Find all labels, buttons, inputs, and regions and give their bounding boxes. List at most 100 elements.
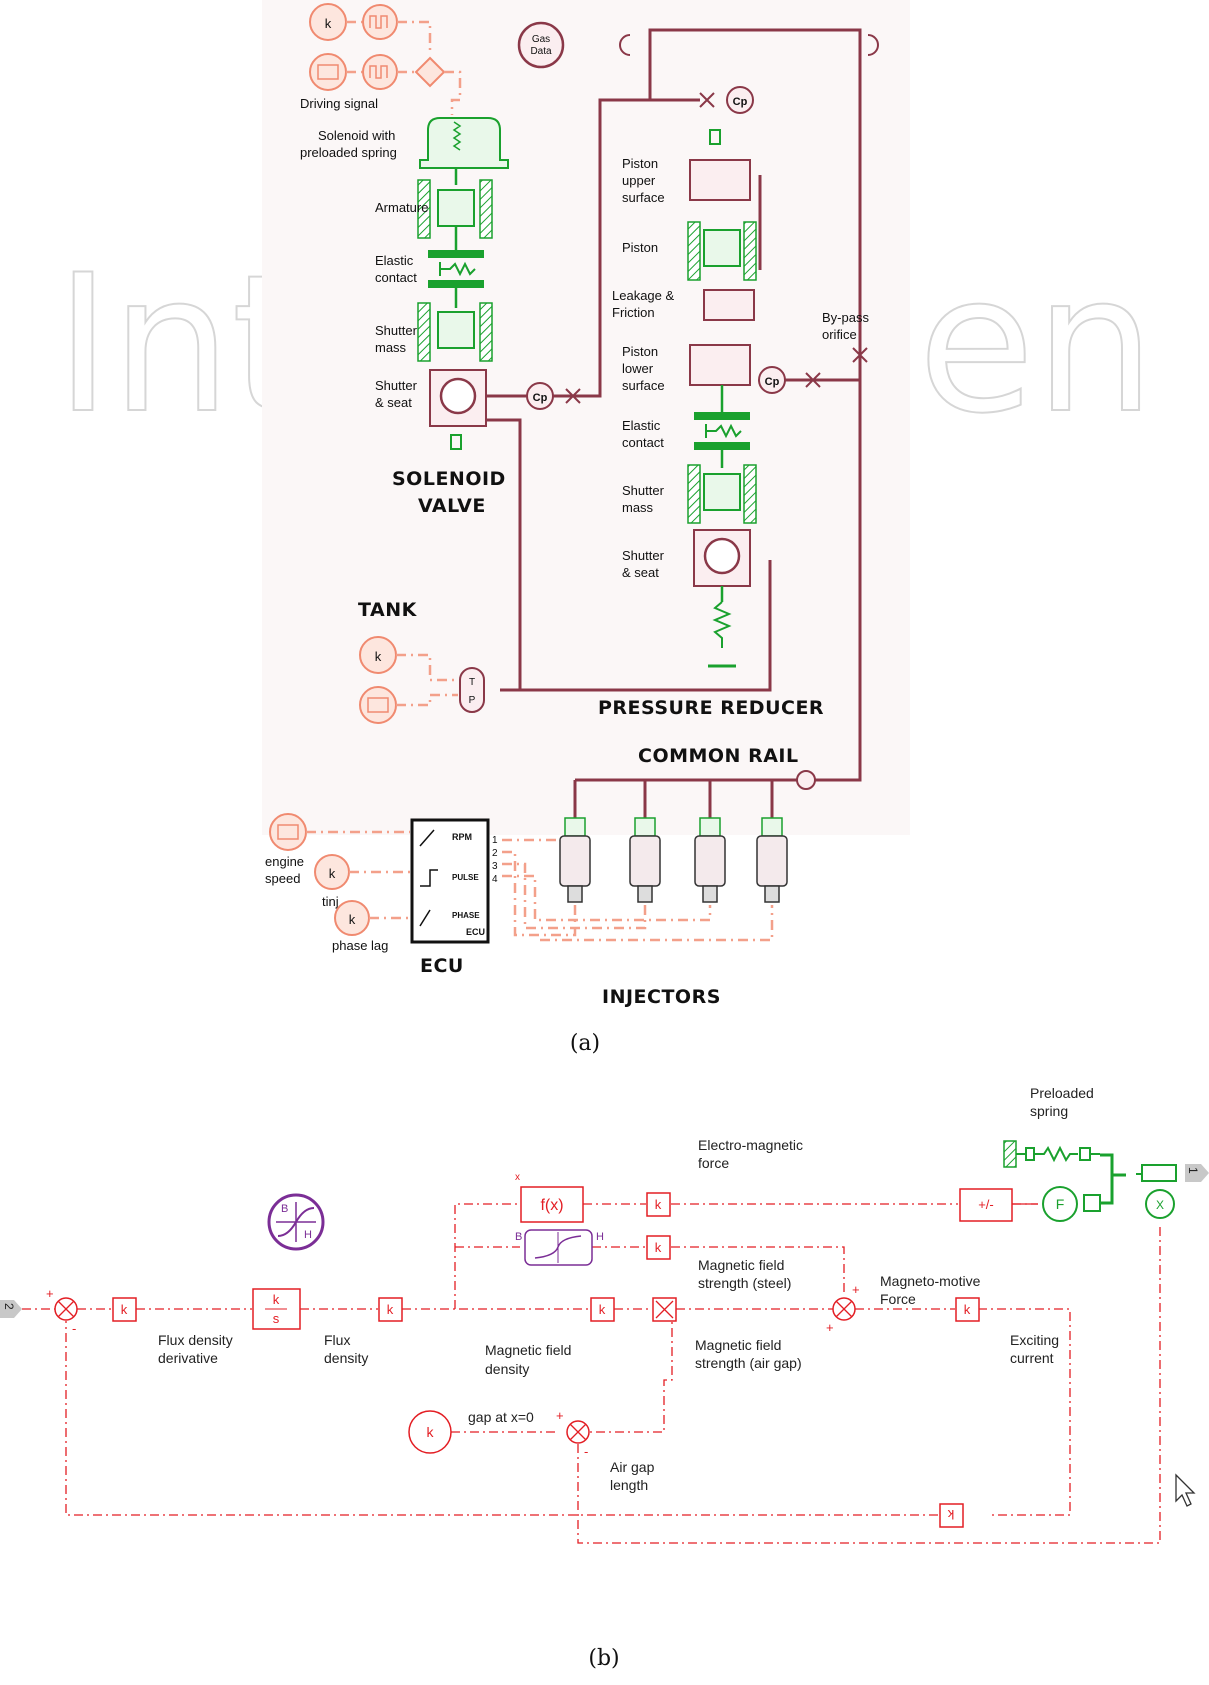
mfs-steel-label-2: strength (steel) bbox=[698, 1275, 791, 1291]
engine-speed-label-1: engine bbox=[265, 854, 304, 869]
svg-text:Cp: Cp bbox=[765, 376, 780, 388]
svg-text:X: X bbox=[1156, 1198, 1164, 1212]
svg-text:k: k bbox=[655, 1197, 662, 1212]
magnetic-field-density-label-1: Magnetic field bbox=[485, 1342, 571, 1358]
svg-text:ECU: ECU bbox=[466, 927, 485, 937]
tinj-label: tinj bbox=[322, 894, 339, 909]
svg-text:s: s bbox=[273, 1311, 280, 1326]
shutter-mass-icon bbox=[438, 312, 474, 348]
svg-text:k: k bbox=[273, 1292, 280, 1307]
svg-text:2: 2 bbox=[492, 848, 498, 859]
pulse-generator-icon bbox=[363, 5, 397, 39]
mmf-label-1: Magneto-motive bbox=[880, 1273, 981, 1289]
svg-text:k: k bbox=[964, 1302, 971, 1317]
caption-b: (b) bbox=[588, 1646, 619, 1671]
svg-text:k: k bbox=[599, 1302, 606, 1317]
svg-text:PULSE: PULSE bbox=[452, 873, 479, 882]
solenoid-valve-title-1: SOLENOID bbox=[392, 468, 506, 490]
piston-guide-right bbox=[744, 222, 756, 280]
svg-text:H: H bbox=[304, 1229, 312, 1241]
piston-upper-label-2: upper bbox=[622, 173, 656, 188]
svg-text:+: + bbox=[46, 1286, 54, 1301]
flux-density-label-2: density bbox=[324, 1350, 368, 1366]
svg-text:PHASE: PHASE bbox=[452, 911, 480, 920]
engine-speed-source-icon bbox=[270, 814, 306, 850]
piston-label: Piston bbox=[622, 240, 658, 255]
svg-text:1: 1 bbox=[1186, 1167, 1200, 1174]
piston-lower-surface-icon bbox=[690, 345, 750, 385]
cp-chamber-right: Cp bbox=[759, 367, 785, 393]
gas-data-label-1: Gas bbox=[532, 34, 550, 45]
phase-lag-label: phase lag bbox=[332, 938, 388, 953]
ecu-title: ECU bbox=[420, 955, 464, 977]
gain-block-2: k bbox=[379, 1298, 402, 1321]
gas-data-label-2: Data bbox=[530, 46, 552, 57]
piston-upper-label-3: surface bbox=[622, 190, 665, 205]
mfs-air-label-1: Magnetic field bbox=[695, 1337, 781, 1353]
elastic-contact-r-top-plate bbox=[694, 412, 750, 420]
svg-text:Cp: Cp bbox=[733, 96, 748, 108]
flux-density-derivative-label-1: Flux density bbox=[158, 1332, 233, 1348]
constant-k-label: k bbox=[325, 16, 332, 31]
cp-chamber-left: Cp bbox=[527, 383, 553, 409]
svg-text:Cp: Cp bbox=[533, 392, 548, 404]
tank-table-icon bbox=[360, 687, 396, 723]
svg-text:+: + bbox=[852, 1282, 860, 1297]
svg-text:-: - bbox=[584, 1444, 588, 1459]
injectors-title: INJECTORS bbox=[602, 986, 721, 1008]
em-force-label-1: Electro-magnetic bbox=[698, 1137, 803, 1153]
injector-2 bbox=[630, 818, 660, 902]
panel-b: 2 + - k k s k k bbox=[0, 1085, 1209, 1543]
svg-text:F: F bbox=[1056, 1196, 1065, 1212]
svg-text:P: P bbox=[469, 695, 476, 706]
preloaded-spring-icon bbox=[1016, 1148, 1100, 1160]
shutter-seat-label-2: & seat bbox=[375, 395, 412, 410]
injector-1 bbox=[560, 818, 590, 902]
shutter-seat-r-label-2: & seat bbox=[622, 565, 659, 580]
svg-text:RPM: RPM bbox=[452, 832, 472, 842]
preloaded-spring-label-1: Preloaded bbox=[1030, 1085, 1094, 1101]
svg-text:+/-: +/- bbox=[978, 1197, 994, 1212]
svg-text:k: k bbox=[375, 649, 382, 664]
svg-text:+: + bbox=[556, 1408, 564, 1423]
shutter-r-guide-right bbox=[744, 465, 756, 523]
svg-text:-: - bbox=[72, 1321, 76, 1336]
panel-a: k Driving signal Gas Data Solenoid with bbox=[262, 0, 910, 1008]
em-force-label-2: force bbox=[698, 1155, 729, 1171]
pulse-generator-2-icon bbox=[363, 55, 397, 89]
integrator-block: k s bbox=[253, 1289, 300, 1329]
mfs-air-label-2: strength (air gap) bbox=[695, 1355, 802, 1371]
svg-text:3: 3 bbox=[492, 861, 498, 872]
svg-text:B: B bbox=[281, 1203, 288, 1215]
solenoid-label-1: Solenoid with bbox=[318, 128, 395, 143]
solenoid-icon bbox=[420, 118, 508, 168]
function-block: f(x) x bbox=[515, 1172, 583, 1222]
shutter-seat-r-label-1: Shutter bbox=[622, 548, 665, 563]
elastic-contact-r-label-1: Elastic bbox=[622, 418, 661, 433]
svg-text:x: x bbox=[515, 1172, 520, 1183]
leakage-label-2: Friction bbox=[612, 305, 655, 320]
mouse-cursor-icon bbox=[1176, 1475, 1194, 1506]
svg-text:1: 1 bbox=[492, 835, 498, 846]
air-gap-label-1: Air gap bbox=[610, 1459, 655, 1475]
shutter-r-mass-icon bbox=[704, 474, 740, 510]
flux-density-label-1: Flux bbox=[324, 1332, 350, 1348]
shutter-seat-label-1: Shutter bbox=[375, 378, 418, 393]
svg-text:f(x): f(x) bbox=[540, 1197, 563, 1214]
mass-link-icon bbox=[1100, 1155, 1126, 1203]
gain-block-1: k bbox=[113, 1298, 136, 1321]
plus-minus-block: +/- bbox=[960, 1189, 1012, 1221]
leakage-friction-icon bbox=[704, 290, 754, 320]
shutter-mass-r-label-1: Shutter bbox=[622, 483, 665, 498]
bypass-label-2: orifice bbox=[822, 327, 857, 342]
gas-data-icon: Gas Data bbox=[519, 23, 563, 67]
injector-3 bbox=[695, 818, 725, 902]
shutter-mass-r-label-2: mass bbox=[622, 500, 654, 515]
shutter-guide-right bbox=[480, 303, 492, 361]
piston-lower-label-1: Piston bbox=[622, 344, 658, 359]
gain-block-4: k bbox=[956, 1298, 979, 1321]
leakage-label-1: Leakage & bbox=[612, 288, 674, 303]
piston-mass-icon bbox=[704, 230, 740, 266]
mechanical-side: F X 1 bbox=[1004, 1141, 1209, 1221]
elastic-contact-r-label-2: contact bbox=[622, 435, 664, 450]
